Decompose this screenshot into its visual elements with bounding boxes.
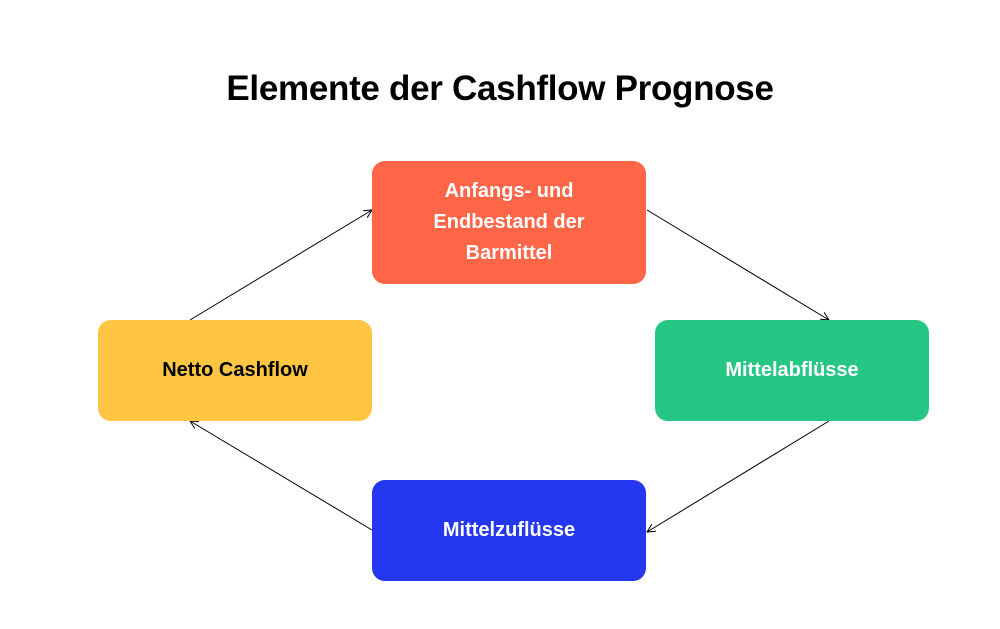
- node-label: Mittelzuflüsse: [442, 519, 576, 541]
- arrow-top-to-right: [646, 209, 829, 320]
- node-net-cashflow: Netto Cashflow: [98, 320, 372, 421]
- arrow-bottom-to-left: [190, 421, 373, 531]
- node-label: Anfangs- und Endbestand der Barmittel: [433, 180, 585, 264]
- node-opening-closing-cash: Anfangs- und Endbestand der Barmittel: [372, 161, 646, 284]
- node-label: Mittelabflüsse: [725, 359, 859, 381]
- arrow-left-to-top: [189, 210, 372, 321]
- node-label: Netto Cashflow: [162, 359, 308, 381]
- diagram-title: Elemente der Cashflow Prognose: [226, 69, 774, 108]
- arrow-right-to-bottom: [647, 420, 830, 532]
- node-cash-inflows: Mittelzuflüsse: [372, 480, 646, 581]
- node-cash-outflows: Mittelabflüsse: [655, 320, 929, 421]
